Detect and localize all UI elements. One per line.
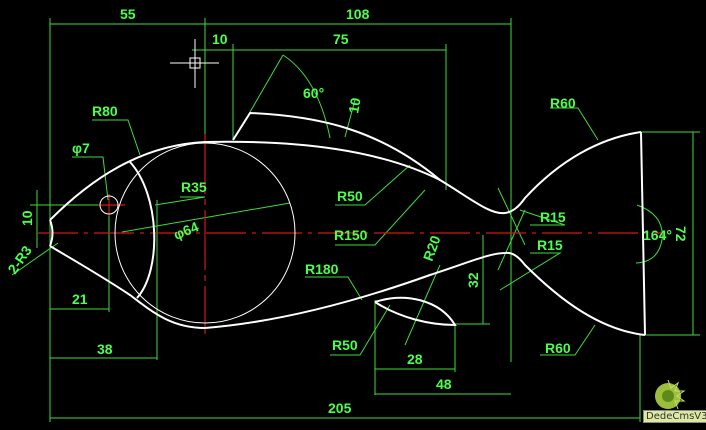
- dim-r60-lower: R60: [545, 340, 571, 356]
- dim-32: 32: [465, 272, 481, 288]
- centerlines: [38, 134, 662, 334]
- dim-r180: R180: [305, 261, 339, 277]
- dim-75: 75: [333, 31, 349, 47]
- dim-r15-upper: R15: [540, 209, 566, 225]
- dim-r150: R150: [334, 227, 368, 243]
- dim-28: 28: [407, 351, 423, 367]
- dim-2-r3: 2-R3: [4, 243, 35, 277]
- dim-r50-fin: R50: [332, 337, 358, 353]
- dim-21: 21: [72, 291, 88, 307]
- dim-10-height: 10: [345, 96, 363, 114]
- dim-r80: R80: [92, 103, 118, 119]
- dim-r15-lower: R15: [537, 237, 563, 253]
- dim-10-mouth: 10: [19, 210, 35, 226]
- dim-phi7: φ7: [72, 140, 90, 156]
- dim-r50-back: R50: [337, 188, 363, 204]
- dim-r35: R35: [181, 179, 207, 195]
- fish-outline: [49, 111, 646, 336]
- dim-r20: R20: [420, 233, 444, 263]
- dim-38: 38: [97, 341, 113, 357]
- dim-205: 205: [328, 400, 352, 416]
- dimension-lines: [11, 23, 694, 419]
- dim-48: 48: [436, 376, 452, 392]
- extension-lines: [30, 18, 700, 422]
- dim-60deg: 60°: [303, 85, 324, 101]
- watermark-flower-icon: [655, 379, 686, 410]
- dim-108: 108: [346, 6, 370, 22]
- dim-10-fin: 10: [212, 31, 228, 47]
- dim-r60-upper: R60: [550, 95, 576, 111]
- dim-55: 55: [120, 6, 136, 22]
- crosshair-cursor-icon: [170, 39, 219, 88]
- dim-phi64: φ64: [171, 218, 201, 243]
- dim-164deg: 164°: [643, 227, 672, 243]
- dim-72: 72: [673, 226, 689, 242]
- watermark-label: DedeCmsV3: [643, 410, 706, 423]
